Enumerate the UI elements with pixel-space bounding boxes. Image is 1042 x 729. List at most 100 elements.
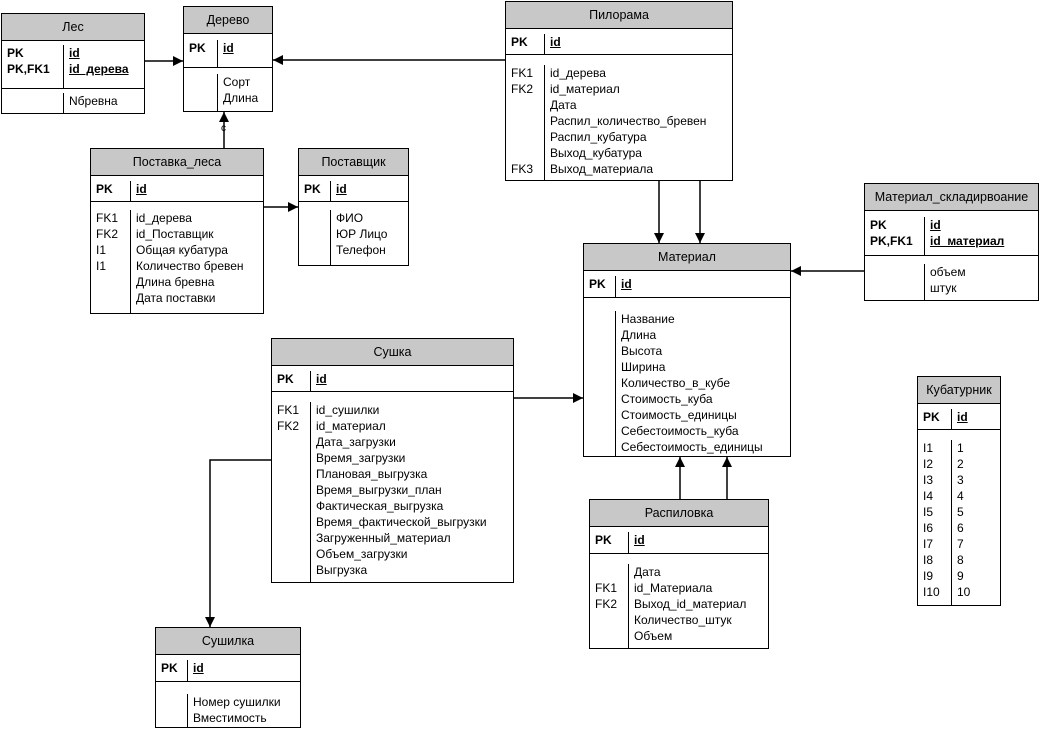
attribute: Стоимость_единицы	[621, 408, 737, 422]
pk-section: PK id	[272, 366, 513, 392]
key-label: I4	[923, 489, 934, 503]
attribute: 2	[957, 457, 964, 471]
attribute: Выход_кубатура	[550, 146, 642, 160]
key-label: I10	[923, 585, 940, 599]
attribute: Загруженный_материал	[316, 531, 451, 545]
key-label: I6	[923, 521, 934, 535]
attribute: Объем_загрузки	[316, 547, 408, 561]
pk-section: PK id	[156, 655, 300, 682]
attribute: Выгрузка	[316, 563, 368, 577]
attribute: Длина	[223, 91, 259, 105]
attribute: Время_выгрузки_план	[316, 483, 442, 497]
attribute: ФИО	[336, 211, 364, 225]
entity-kubaturnik[interactable]: Кубатурник PK id I1 I2 I3 I4 I5 I6 I7 I8…	[917, 376, 1001, 606]
attribute: Дата	[634, 565, 661, 579]
key-label: FK1	[595, 581, 618, 595]
attribute: Дата_загрузки	[316, 435, 396, 449]
entity-title: Сушилка	[156, 628, 300, 655]
attribute: Количество_штук	[634, 613, 732, 627]
entity-title: Лес	[2, 14, 144, 41]
attribute: 10	[957, 585, 971, 599]
pk-section: PK id	[590, 527, 768, 554]
key-label	[161, 710, 187, 726]
attribute: Объем	[634, 629, 673, 643]
key-label	[304, 242, 330, 258]
key-label	[304, 210, 330, 226]
key-label: PK	[277, 372, 294, 386]
entity-raspilovka[interactable]: Распиловка PK id FK1 FK2 Дата id_Материа…	[589, 499, 769, 649]
key-label: PK	[189, 41, 206, 55]
attributes-section: Название Длина Высота Ширина Количество_…	[584, 298, 790, 457]
pk-section: PK id	[918, 404, 1000, 430]
pk-section: PK id	[299, 176, 408, 202]
attribute: Стоимость_куба	[621, 392, 713, 406]
entity-title: Сушка	[272, 339, 513, 366]
attribute: id_Поставщик	[136, 227, 214, 241]
attributes-section: Nбревна	[2, 89, 144, 114]
key-label: I5	[923, 505, 934, 519]
key-label: PK,FK1	[870, 234, 913, 248]
pk-section: PK id	[506, 29, 732, 55]
entity-sushka[interactable]: Сушка PK id FK1 FK2 id_сушилки id_матери…	[271, 338, 514, 583]
entity-material[interactable]: Материал PK id Название Длина Высота Шир…	[583, 243, 791, 457]
key-label	[589, 311, 615, 327]
key-label: PK	[7, 46, 24, 60]
key-label: FK2	[511, 82, 534, 96]
entity-postavka-lesa[interactable]: Поставка_леса PK id FK1 FK2 I1 I1 id_дер…	[90, 148, 264, 314]
attribute: id	[69, 46, 80, 60]
attributes-section: ФИО ЮР Лицо Телефон	[299, 202, 408, 266]
attribute: Телефон	[336, 243, 386, 257]
attribute: 8	[957, 553, 964, 567]
key-label: I9	[923, 569, 934, 583]
key-label	[511, 113, 544, 129]
key-label: FK1	[96, 211, 119, 225]
attribute: Сорт	[223, 75, 251, 89]
attribute: Общая кубатура	[136, 243, 228, 257]
entity-title: Поставка_леса	[91, 149, 263, 176]
key-label: FK1	[511, 66, 534, 80]
key-label	[189, 74, 217, 90]
entity-title: Дерево	[184, 7, 272, 34]
attributes-section: объем штук	[865, 256, 1038, 301]
attribute: Себестоимость_единицы	[621, 440, 763, 454]
entity-postavshik[interactable]: Поставщик PK id ФИО ЮР Лицо Телефон	[298, 148, 409, 266]
key-label	[189, 90, 217, 106]
key-label: I1	[923, 441, 934, 455]
attribute: id	[957, 410, 968, 424]
attribute: id	[550, 35, 561, 49]
key-label	[595, 612, 628, 628]
key-label: I3	[923, 473, 934, 487]
attributes-section: FK1 FK2 Дата id_Материала Выход_id_матер…	[590, 554, 768, 649]
entity-title: Распиловка	[590, 500, 768, 527]
entity-title: Поставщик	[299, 149, 408, 176]
attribute: Фактическая_выгрузка	[316, 499, 444, 513]
attribute: Выход_id_материал	[634, 597, 747, 611]
attribute: штук	[930, 281, 957, 295]
attribute: id	[223, 41, 234, 55]
entity-pilorama[interactable]: Пилорама PK id FK1 FK2 FK3 id_дерева id_…	[505, 1, 733, 181]
key-label	[870, 280, 924, 296]
attribute: id_материал	[550, 82, 620, 96]
attributes-section: FK1 FK2 I1 I1 id_дерева id_Поставщик Общ…	[91, 202, 263, 314]
attribute: 9	[957, 569, 964, 583]
attribute: 1	[957, 441, 964, 455]
key-label	[511, 145, 544, 161]
attribute: id	[316, 372, 327, 386]
entity-sushilka[interactable]: Сушилка PK id Номер сушилки Вместимость	[155, 627, 301, 728]
attribute: объем	[930, 265, 966, 279]
key-label	[595, 628, 628, 644]
attributes-section: FK1 FK2 FK3 id_дерева id_материал Дата Р…	[506, 55, 732, 181]
key-label	[511, 97, 544, 113]
attribute: Количество_в_кубе	[621, 376, 731, 390]
key-label: PK	[589, 277, 606, 291]
pk-section: PK id	[184, 34, 272, 68]
key-label	[96, 290, 130, 306]
key-label: I2	[923, 457, 934, 471]
